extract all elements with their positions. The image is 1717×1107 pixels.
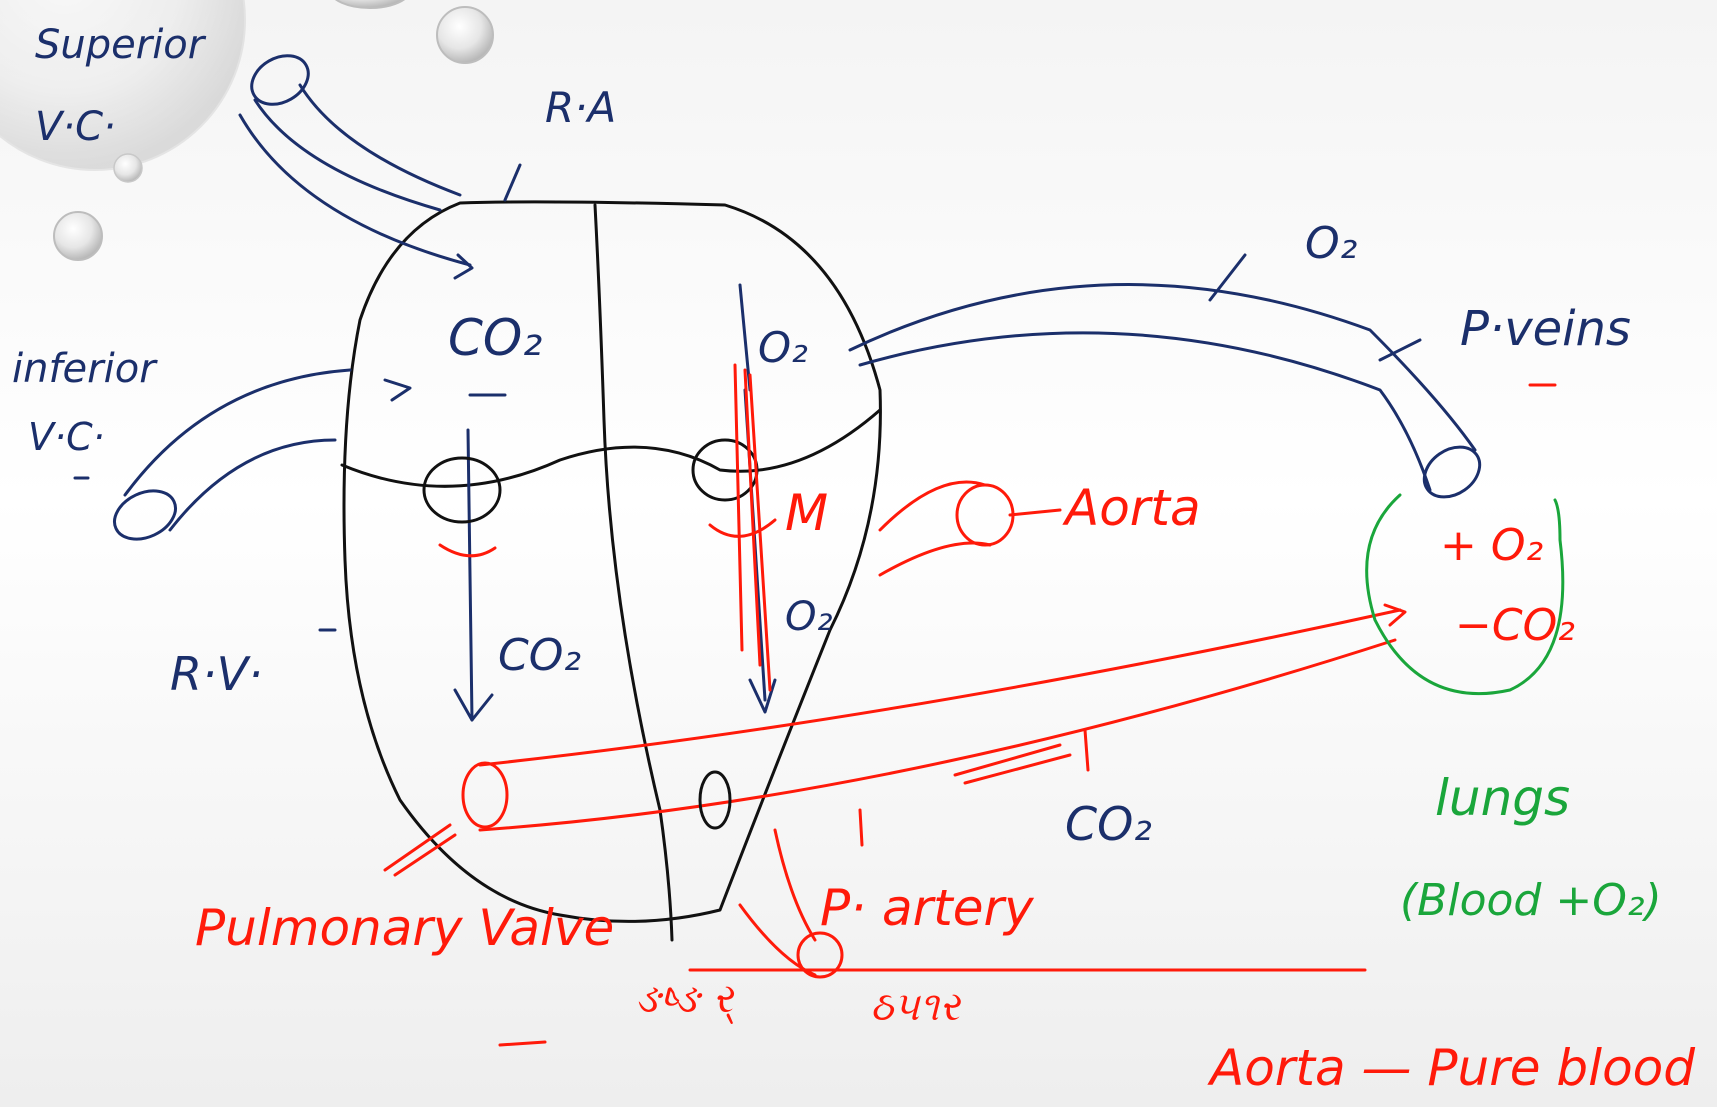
label-o2-veins: O₂ (1305, 218, 1357, 269)
label-pulmonary-valve: Pulmonary Valve (195, 899, 614, 957)
label-co2-ventricle: CO₂ (498, 630, 581, 681)
heart-valves (422, 363, 777, 692)
label-gujarati-2: ઠ૫૧ર (870, 984, 962, 1030)
decorative-bubbles (0, 0, 494, 261)
label-pulmonary-veins: P·veins (1460, 301, 1631, 357)
superior-vena-cava (238, 54, 474, 280)
pulmonary-veins (848, 253, 1482, 499)
label-gujarati-1: ઙષ્ઙ ર્ (635, 976, 735, 1024)
label-co2-artery: CO₂ (1065, 797, 1152, 851)
label-o2-left-atrium: O₂ (758, 323, 808, 372)
label-superior: Superior (35, 22, 207, 68)
pulmonary-artery (383, 603, 1407, 877)
heart-outline (340, 200, 882, 942)
label-p-artery: P· artery (820, 879, 1035, 937)
inferior-vena-cava (113, 368, 412, 541)
label-co2-atrium: CO₂ (448, 309, 542, 367)
p-artery-marker (498, 383, 1557, 1047)
label-lungs: lungs (1435, 769, 1570, 827)
label-aorta: Aorta (1062, 479, 1201, 537)
label-inferior-vc: V·C· (28, 415, 105, 459)
blood-flow-arrows-blue (73, 163, 777, 722)
label-aorta-pure-blood: Aorta — Pure blood (1207, 1039, 1695, 1097)
labels: Superior V·C· R·A inferior V·C· R·V· CO₂… (12, 22, 1695, 1097)
label-minus-co2: −CO₂ (1455, 600, 1575, 651)
label-o2-left-ventricle: O₂ (785, 594, 833, 640)
aorta (878, 480, 1062, 577)
lungs-circle (1365, 493, 1565, 696)
label-plus-o2: + O₂ (1440, 520, 1543, 571)
label-right-atrium: R·A (545, 83, 616, 132)
label-right-ventricle: R·V· (170, 647, 263, 701)
label-superior-vc: V·C· (35, 104, 116, 150)
label-inferior: inferior (12, 346, 158, 392)
label-mitral: M (785, 484, 828, 542)
label-blood-o2: (Blood +O₂) (1400, 875, 1662, 926)
